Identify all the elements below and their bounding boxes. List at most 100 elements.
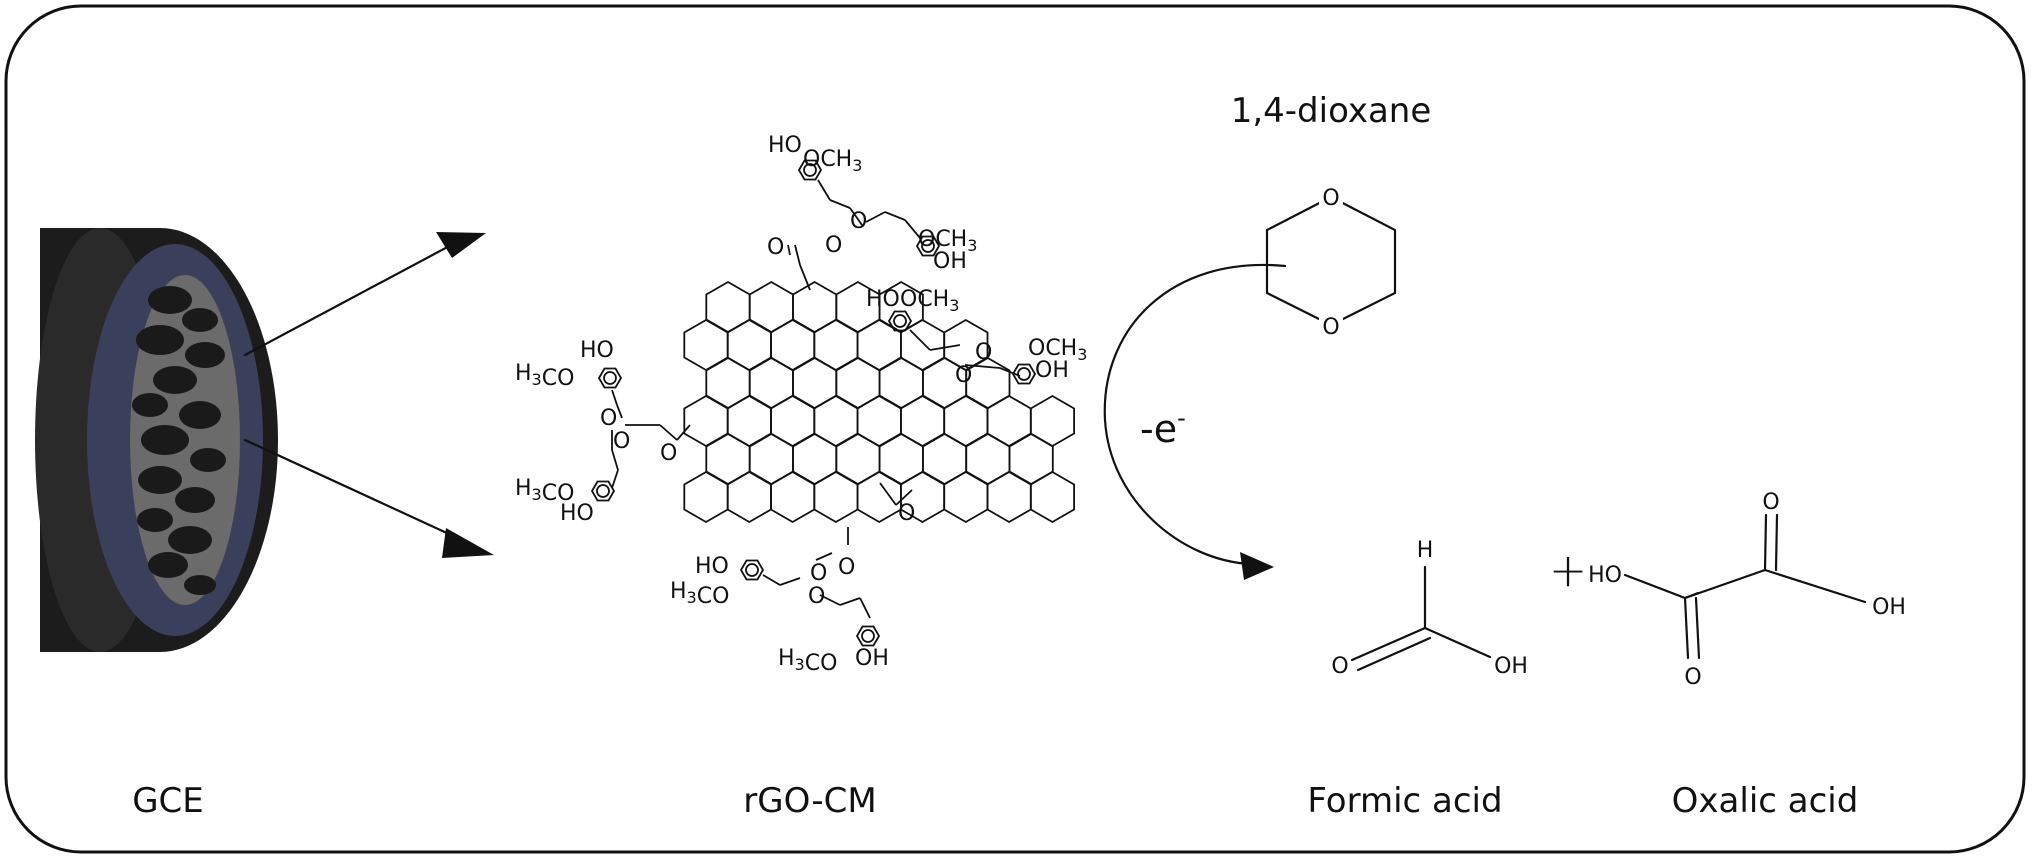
- chain-bond: [611, 469, 619, 489]
- aromatic-circle: [596, 484, 610, 498]
- formic-acid-label: Formic acid: [1307, 781, 1502, 821]
- chain-top-oxygen: O: [850, 209, 867, 234]
- graphene-ring: [1029, 470, 1075, 524]
- oxalic-oxygen-top: O: [1762, 490, 1779, 515]
- chain-top-methoxy-2: OCH3: [918, 227, 977, 255]
- reaction-arrow-head: [1240, 552, 1274, 580]
- chain-top-methoxy: OCH3: [803, 147, 862, 175]
- dioxane-oxygen-bottom: O: [1322, 315, 1339, 340]
- chain-bond: [611, 389, 618, 406]
- chain-bond: [787, 244, 791, 256]
- electron-loss-label: -e-: [1140, 404, 1186, 451]
- aromatic-circle: [1017, 367, 1031, 381]
- chain-bond: [909, 329, 931, 351]
- arrow-head-down: [442, 528, 494, 558]
- formic-hydroxyl: OH: [1494, 654, 1528, 679]
- chain-right-methoxy-2: OCH3: [1028, 336, 1087, 364]
- chain-left-methoxy: H3CO: [515, 361, 574, 391]
- chain-bond: [611, 449, 619, 471]
- chain-bottom-oxygen: O: [808, 584, 825, 609]
- chain-right-hydroxyl: HO: [866, 287, 900, 312]
- chain-top-hydroxyl: HO: [768, 133, 802, 158]
- chain-left-ester-oxygen: O: [600, 406, 617, 431]
- chain-bond: [839, 597, 861, 606]
- gce-electrode: [35, 228, 278, 652]
- chain-left-oxygen: O: [613, 429, 630, 454]
- chain-bond: [676, 424, 691, 441]
- electrode-pores: [132, 286, 226, 595]
- phenyl-ring: [1011, 363, 1037, 385]
- dioxane-label: 1,4-dioxane: [1231, 91, 1432, 131]
- chain-bond: [794, 244, 801, 266]
- chain-bond: [799, 264, 811, 291]
- chain-bond: [659, 424, 678, 441]
- phenyl-ring: [739, 559, 765, 581]
- phenyl-ring: [590, 480, 616, 502]
- dioxane-oxygen-top: O: [1322, 186, 1339, 211]
- aromatic-circle: [893, 314, 907, 328]
- oxalic-oxygen-bottom: O: [1684, 665, 1701, 690]
- chain-bond: [815, 552, 833, 561]
- aromatic-circle: [921, 239, 935, 253]
- oxalic-acid-label: Oxalic acid: [1672, 781, 1859, 821]
- oxalic-hydroxyl-left: HO: [1588, 563, 1622, 588]
- formic-hydrogen: H: [1417, 538, 1434, 563]
- chain-bottom-hydroxyl-2: OH: [855, 646, 889, 671]
- chain-right-methoxy: OCH3: [900, 287, 959, 315]
- chain-bottom-ester-oxygen: O: [810, 561, 827, 586]
- formic-acid-structure: H O OH: [1331, 538, 1528, 679]
- chain-left-methoxy-2: H3CO: [515, 476, 574, 506]
- aromatic-circle: [861, 629, 875, 643]
- chain-bond: [849, 207, 863, 226]
- arrow-head-up: [436, 232, 486, 258]
- reaction-arrow: [1103, 263, 1287, 580]
- chain-bottom-methoxy: H3CO: [670, 579, 729, 609]
- chain-bond: [819, 594, 841, 606]
- scheme-frame: [4, 4, 2026, 854]
- plus-sign: +: [1549, 543, 1588, 597]
- electrode-arrows: [243, 232, 494, 558]
- chain-bond: [895, 489, 913, 506]
- chain-right-hydroxyl-2: OH: [1035, 358, 1069, 383]
- oxalic-hydroxyl-right: OH: [1872, 595, 1906, 620]
- phenyl-ring: [887, 310, 913, 332]
- chain-top-carbonyl: O: [767, 235, 784, 260]
- chain-bond: [859, 597, 871, 619]
- chain-bond: [865, 211, 886, 223]
- chain-right-ester-oxygen: O: [955, 363, 972, 388]
- chain-right-oxygen: O: [975, 340, 992, 365]
- chain-left-hydroxyl-2: HO: [560, 501, 594, 526]
- chain-left-carbonyl: O: [660, 441, 677, 466]
- phenyl-ring: [915, 235, 941, 257]
- chain-left-hydroxyl: HO: [580, 338, 614, 363]
- aromatic-circle: [745, 563, 759, 577]
- rgo-cm-label: rGO-CM: [743, 781, 876, 821]
- chain-bond: [884, 211, 906, 221]
- aromatic-circle: [603, 371, 617, 385]
- epoxide-oxygen: O: [898, 501, 915, 526]
- oxalic-acid-structure: HO O O OH: [1588, 490, 1906, 690]
- phenyl-ring: [855, 625, 881, 647]
- chain-bond: [904, 219, 921, 239]
- chain-bond: [779, 577, 801, 586]
- chain-bond: [929, 344, 961, 351]
- chain-bond: [999, 367, 1021, 377]
- chain-bond: [817, 179, 831, 201]
- chain-bond: [964, 364, 1001, 369]
- chain-bond: [829, 199, 851, 209]
- chain-bond: [616, 404, 623, 419]
- dioxane-structure: O O: [1265, 183, 1397, 340]
- chain-bottom-methoxy-2: H3CO: [778, 646, 837, 676]
- formic-carbonyl-oxygen: O: [1331, 654, 1348, 679]
- chain-bottom-hydroxyl: HO: [695, 554, 729, 579]
- chain-bond: [762, 574, 781, 586]
- gce-label: GCE: [132, 781, 204, 821]
- chain-bottom-carbonyl: O: [838, 555, 855, 580]
- chain-top-ester-oxygen: O: [825, 233, 842, 258]
- phenyl-ring: [597, 367, 623, 389]
- rgo-sheet: [683, 280, 1075, 524]
- phenyl-ring: [797, 159, 823, 181]
- chain-bond: [879, 482, 897, 506]
